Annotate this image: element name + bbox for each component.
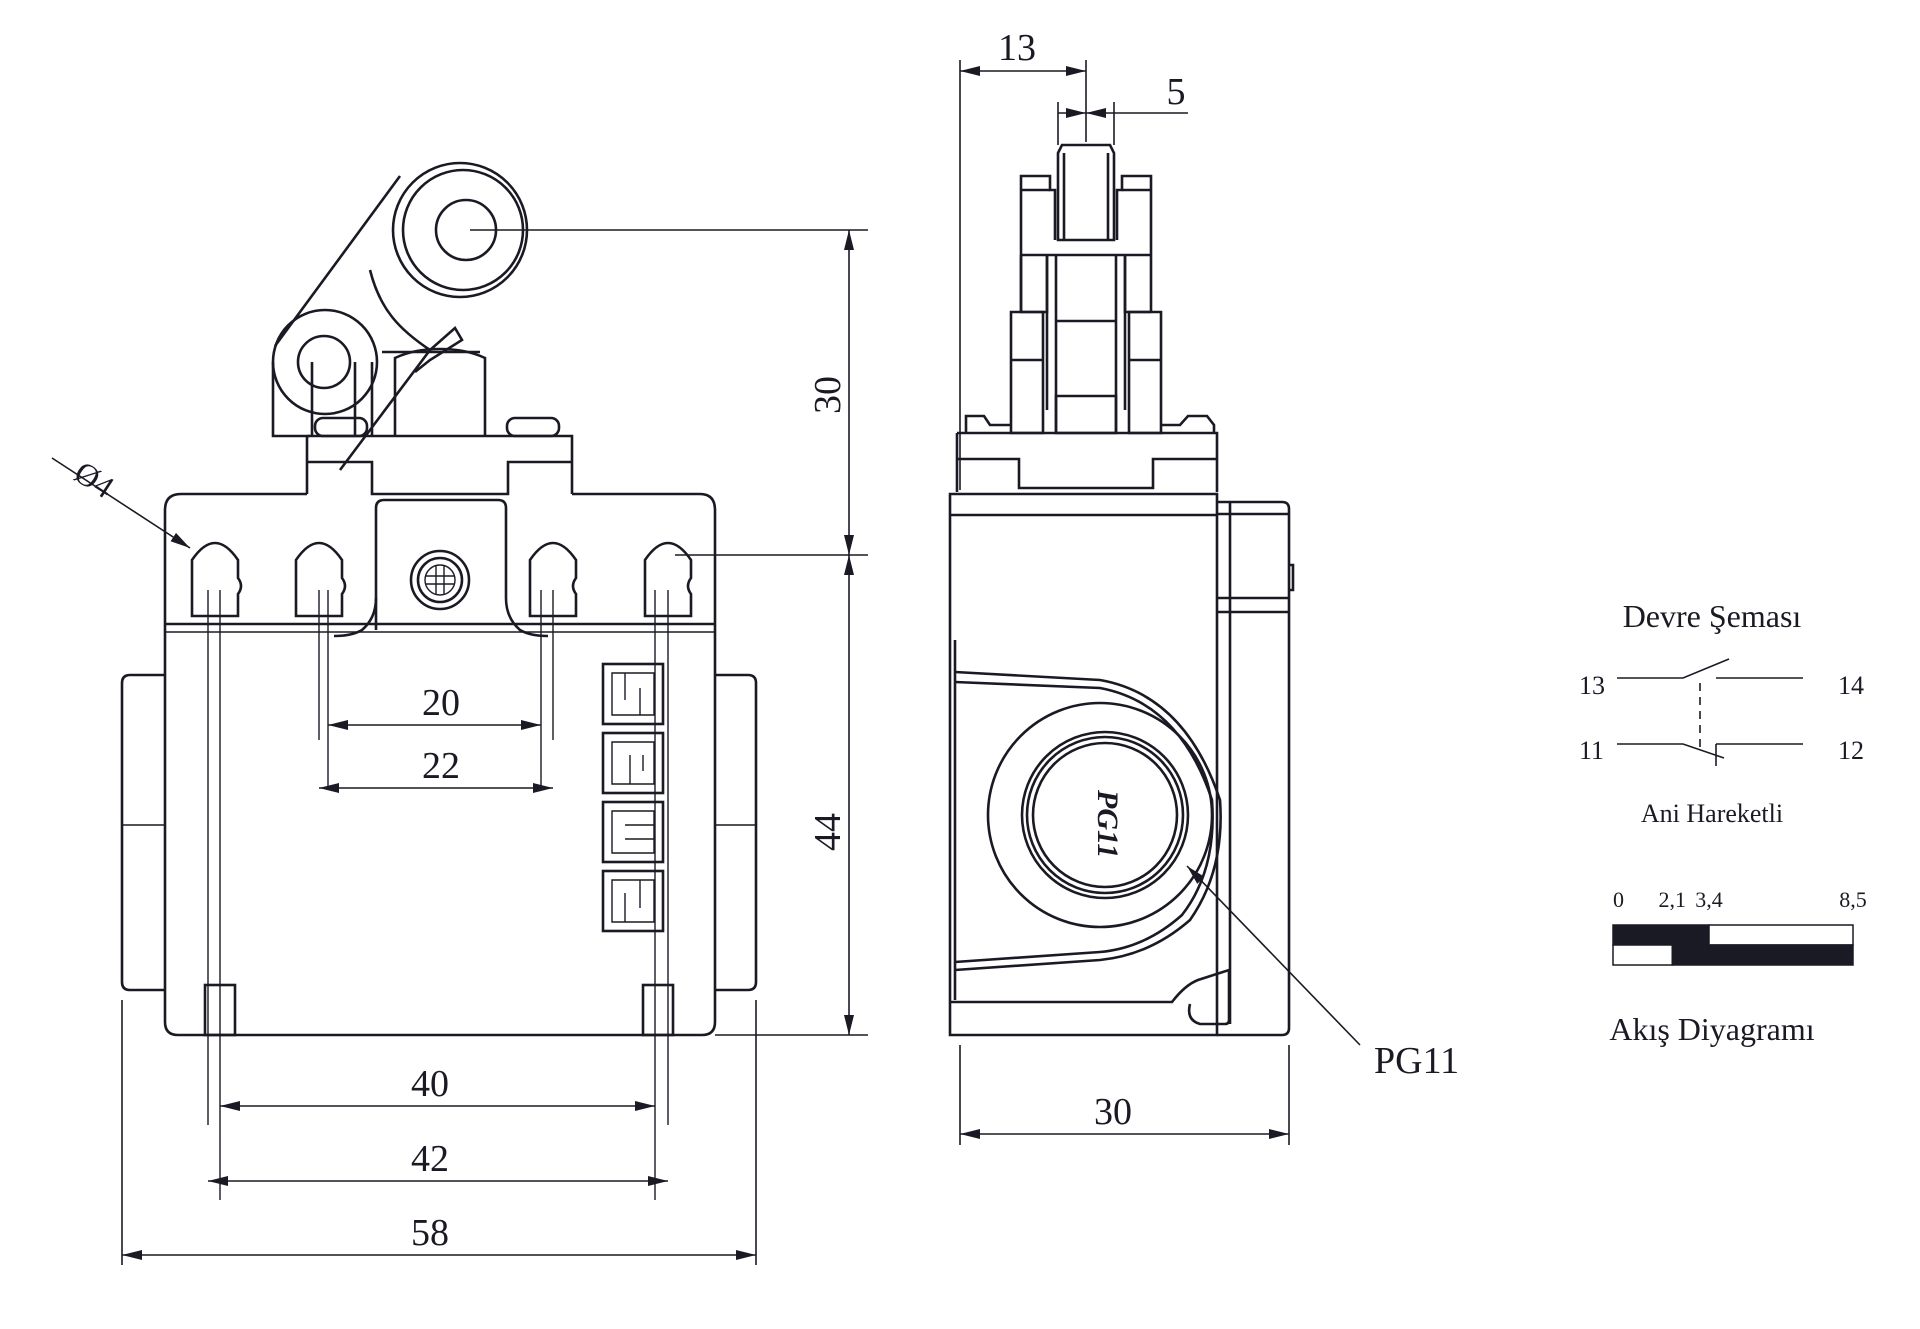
travel-bar-nc-dark: [1671, 944, 1854, 966]
side-view: PG11: [948, 143, 1295, 1037]
dim-22: 22: [422, 745, 460, 787]
front-dimensions: Ø4 30 44 20 22 40 42 58: [51, 229, 868, 1265]
no-contact: [1617, 658, 1803, 679]
side-dimensions: 13 5 30 PG11: [959, 27, 1459, 1145]
screw: [409, 549, 471, 611]
dim-58: 58: [411, 1212, 449, 1254]
dim-body-height: 44: [807, 813, 849, 851]
dim-40: 40: [411, 1063, 449, 1105]
travel-tick-label: 3,4: [1695, 887, 1723, 912]
conduit-entry-label: PG11: [1091, 789, 1124, 858]
travel-bar-no-light: [1708, 924, 1854, 946]
circuit-diagram: Devre Şeması 13 14 11 12 Ani Hareketli: [1579, 598, 1864, 828]
dim-roller-width: 5: [1167, 71, 1186, 113]
dim-20: 20: [422, 682, 460, 724]
travel-diagram: 0 2,1 3,4 8,5 Akış Diyagramı: [1609, 887, 1866, 1047]
terminal-12: 12: [1838, 736, 1864, 765]
nc-contact: [1617, 743, 1803, 766]
circuit-title: Devre Şeması: [1623, 598, 1802, 634]
circuit-subtitle: Ani Hareketli: [1641, 799, 1783, 828]
travel-tick-label: 2,1: [1659, 887, 1687, 912]
terminal-14: 14: [1838, 671, 1864, 700]
dim-roller-offset: 13: [998, 27, 1036, 69]
roller-actuator: [271, 161, 574, 496]
brand-logo: [601, 662, 665, 933]
travel-tick-label: 0: [1613, 887, 1624, 912]
terminal-13: 13: [1579, 671, 1605, 700]
conduit-callout: PG11: [1374, 1040, 1459, 1082]
travel-tick-label: 8,5: [1839, 887, 1867, 912]
travel-title: Akış Diyagramı: [1609, 1011, 1814, 1047]
travel-bar-no-dark: [1612, 924, 1710, 946]
travel-bar-nc-light: [1612, 944, 1674, 966]
dim-actuator-height: 30: [807, 376, 849, 414]
dim-depth: 30: [1094, 1091, 1132, 1133]
mounting-slots: [190, 541, 693, 618]
terminal-11: 11: [1579, 736, 1604, 765]
front-view: [120, 161, 758, 1200]
dim-42: 42: [411, 1138, 449, 1180]
